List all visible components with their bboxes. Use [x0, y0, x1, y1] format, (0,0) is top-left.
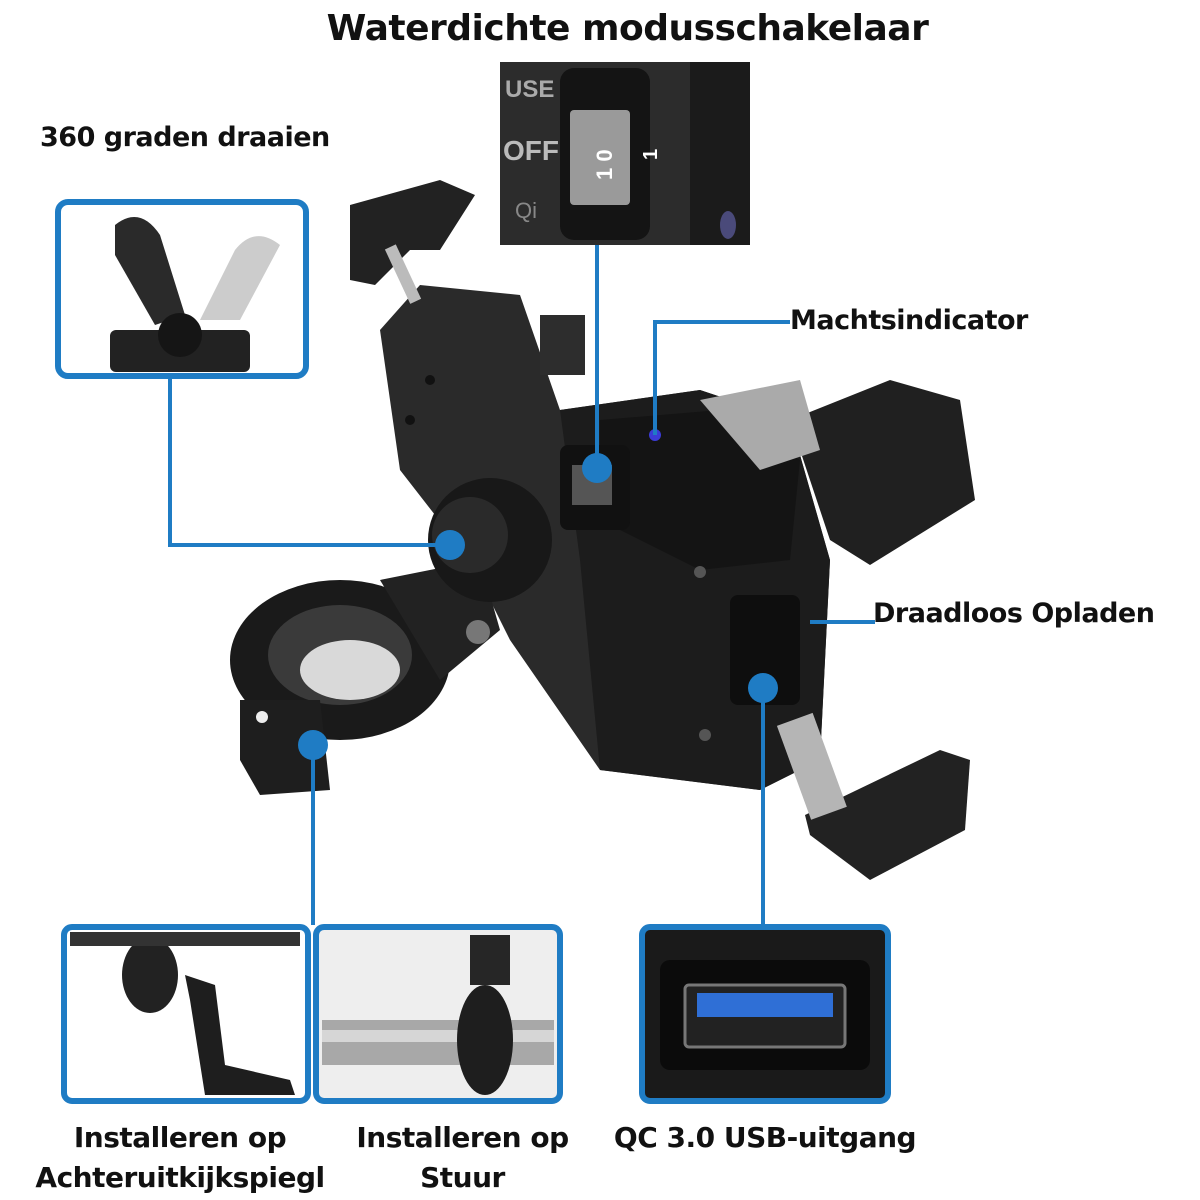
inset-rotation: [55, 199, 309, 379]
label-line1: Installeren op: [356, 1121, 569, 1154]
callout-rotate: 360 graden draaien: [40, 122, 330, 153]
callout-dots: [298, 453, 778, 760]
switch-use-text: USE: [505, 76, 554, 103]
label-usb-output: QC 3.0 USB-uitgang: [600, 1118, 930, 1158]
inset-handlebar-mount: [313, 924, 563, 1104]
label-line2: Achteruitkijkspiegl: [35, 1161, 325, 1194]
callout-power-indicator: Machtsindicator: [790, 305, 1028, 336]
switch-side-mark: 1: [640, 149, 662, 160]
label-handlebar-mount: Installeren op Stuur: [310, 1118, 615, 1198]
switch-marks: 1 0: [592, 149, 617, 180]
label-mirror-mount: Installeren op Achteruitkijkspiegl: [20, 1118, 340, 1198]
label-line2: Stuur: [420, 1161, 505, 1194]
switch-off-text: OFF: [503, 135, 559, 166]
callout-wireless: Draadloos Opladen: [873, 598, 1155, 629]
inset-usb-port: [639, 924, 891, 1104]
label-line1: Installeren op: [73, 1121, 287, 1154]
callout-lines: [168, 245, 875, 925]
label-line1: QC 3.0 USB-uitgang: [613, 1121, 917, 1154]
switch-qi-text: Qi: [515, 198, 537, 223]
inset-switch: USE OFF Qi 1 0 1: [500, 62, 750, 245]
page-title: Waterdichte modusschakelaar: [326, 8, 929, 49]
inset-mirror-mount: [61, 924, 311, 1104]
phone-holder-device: [230, 180, 975, 880]
